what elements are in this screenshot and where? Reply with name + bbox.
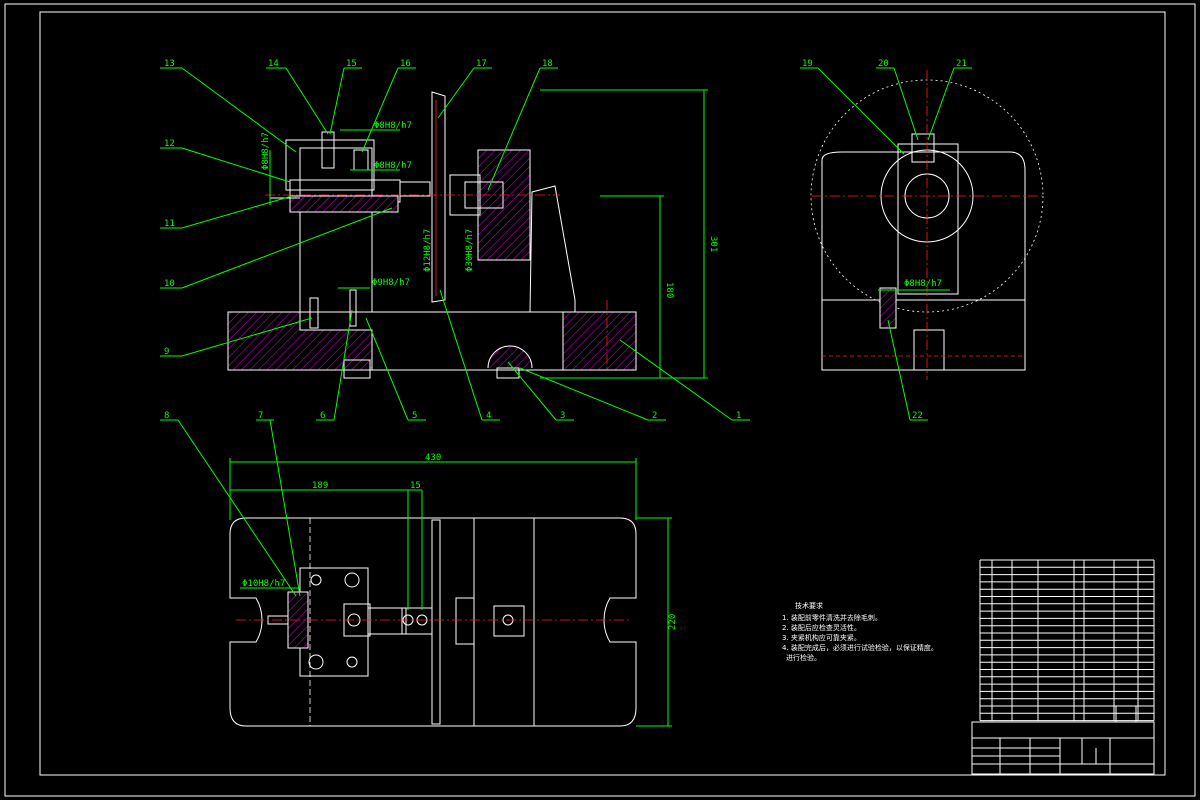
- top-view: [229, 517, 637, 727]
- notes-line-2: 2. 装配后应检查灵活性。: [782, 623, 861, 632]
- front-view: [227, 91, 637, 379]
- callout-14: 14: [268, 59, 279, 69]
- dim-180: 180: [664, 282, 674, 298]
- dim-9h8-base: Φ9H8/h7: [372, 278, 410, 288]
- notes-line-4: 4. 装配完成后，必须进行试验检验，以保证精度。: [782, 643, 938, 652]
- outer-border: [4, 3, 1196, 797]
- dim-8h8-top: Φ8H8/h7: [374, 121, 412, 131]
- callout-17: 17: [476, 59, 487, 69]
- top-view-dimensions: [160, 419, 672, 727]
- callout-18: 18: [542, 59, 553, 69]
- dim-430: 430: [425, 453, 441, 463]
- callout-5: 5: [412, 411, 417, 421]
- callout-19: 19: [802, 59, 813, 69]
- dim-220: 220: [668, 614, 678, 630]
- inner-border: [39, 11, 1166, 776]
- dim-8h8-mid: Φ8H8/h7: [374, 161, 412, 171]
- dim-189: 189: [312, 481, 328, 491]
- dim-12h8: Φ12H8/h7: [423, 229, 433, 272]
- side-view-leaders: [800, 67, 972, 421]
- callout-15: 15: [346, 59, 357, 69]
- callout-13: 13: [164, 59, 175, 69]
- side-view: [810, 70, 1044, 380]
- dim-8h8-side: Φ8H8/h7: [904, 279, 942, 289]
- callout-7: 7: [258, 411, 263, 421]
- callout-6: 6: [320, 411, 325, 421]
- dim-301: 301: [708, 236, 718, 252]
- callout-9: 9: [164, 347, 169, 357]
- callout-4: 4: [486, 411, 491, 421]
- notes-line-5: 进行检验。: [786, 653, 821, 662]
- callout-2: 2: [652, 411, 657, 421]
- callout-1: 1: [736, 411, 741, 421]
- title-block: [971, 705, 1155, 775]
- callout-20: 20: [878, 59, 889, 69]
- callout-21: 21: [956, 59, 967, 69]
- front-view-dimensions: [269, 89, 708, 379]
- dim-15: 15: [410, 481, 421, 491]
- callout-11: 11: [164, 219, 175, 229]
- callout-8: 8: [164, 411, 169, 421]
- callout-3: 3: [560, 411, 565, 421]
- callout-12: 12: [164, 139, 175, 149]
- dim-30h8: Φ30H8/h7: [465, 229, 475, 272]
- callout-16: 16: [400, 59, 411, 69]
- dim-8h8-left: Φ8H8/h7: [261, 132, 271, 170]
- parts-list-table: [979, 559, 1155, 722]
- technical-notes: 技术要求 1. 装配前零件清洗并去除毛刺。 2. 装配后应检查灵活性。 3. 夹…: [782, 601, 938, 662]
- dim-10h8: Φ10H8/h7: [242, 579, 285, 589]
- notes-line-3: 3. 夹紧机构应可靠夹紧。: [782, 633, 861, 642]
- callout-10: 10: [164, 279, 175, 289]
- callout-22: 22: [912, 411, 923, 421]
- notes-line-1: 1. 装配前零件清洗并去除毛刺。: [782, 613, 882, 622]
- notes-title: 技术要求: [795, 601, 823, 610]
- front-view-leaders: [160, 67, 750, 421]
